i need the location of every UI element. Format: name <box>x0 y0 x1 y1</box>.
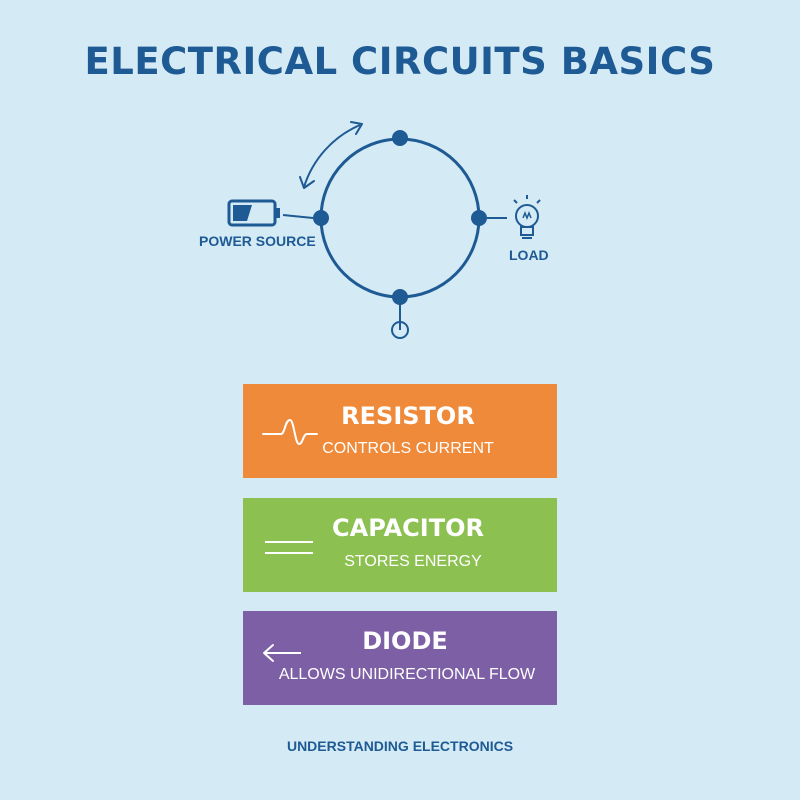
diode-description: ALLOWS UNIDIRECTIONAL FLOW <box>278 666 536 683</box>
circuit-diagram <box>227 121 541 339</box>
node-right <box>471 210 487 226</box>
ground-icon <box>391 305 409 339</box>
battery-icon <box>227 199 280 227</box>
footer-text: UNDERSTANDING ELECTRONICS <box>286 738 514 754</box>
resistor-wave-icon <box>262 418 318 446</box>
capacitor-description: STORES ENERGY <box>344 553 482 570</box>
capacitor-card: CAPACITOR STORES ENERGY <box>243 498 557 592</box>
light-bulb-icon <box>513 195 541 239</box>
capacitor-title: CAPACITOR <box>332 514 484 542</box>
diode-title: DIODE <box>362 627 448 655</box>
resistor-card: RESISTOR CONTROLS CURRENT <box>243 384 557 478</box>
capacitor-plates-icon <box>265 541 313 554</box>
resistor-description: CONTROLS CURRENT <box>322 440 494 457</box>
node-bottom <box>392 289 408 305</box>
node-left <box>313 210 329 226</box>
wire-left <box>282 214 314 219</box>
flow-arrow-icon <box>299 121 363 189</box>
node-top <box>392 130 408 146</box>
left-arrow-icon <box>263 644 301 662</box>
power-source-label: POWER SOURCE <box>199 233 316 249</box>
circuit-loop <box>319 137 481 299</box>
page-title: ELECTRICAL CIRCUITS BASICS <box>84 40 716 83</box>
load-label: LOAD <box>509 247 549 263</box>
diode-card: DIODE ALLOWS UNIDIRECTIONAL FLOW <box>243 611 557 705</box>
resistor-title: RESISTOR <box>341 402 475 430</box>
